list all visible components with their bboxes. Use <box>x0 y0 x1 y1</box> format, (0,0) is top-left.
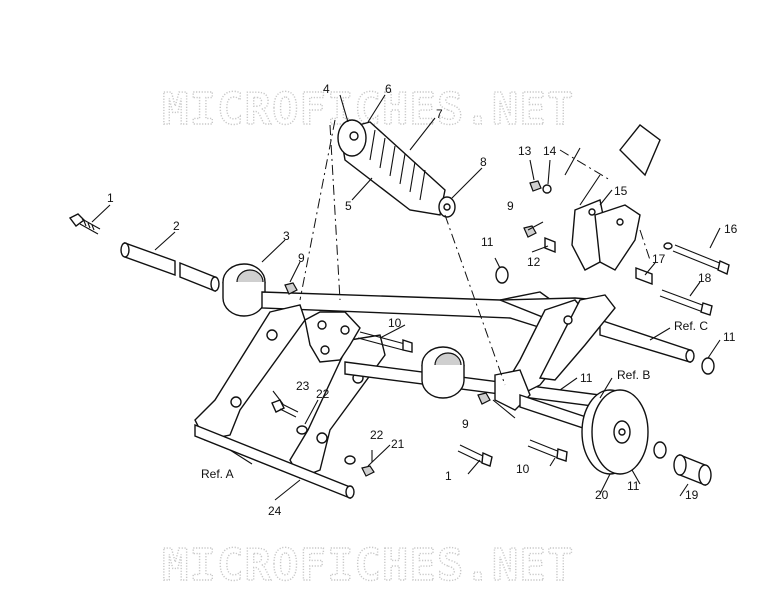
callout-11-wheel: 11 <box>627 479 640 493</box>
callout-1: 1 <box>107 191 114 205</box>
callout-20: 20 <box>595 488 609 502</box>
ref-b-label: Ref. B <box>617 368 650 382</box>
callout-2: 2 <box>173 219 180 233</box>
callout-18: 18 <box>698 271 712 285</box>
callout-23: 23 <box>296 379 310 393</box>
nut-part-9-right <box>523 225 537 238</box>
callout-9-right: 9 <box>507 199 514 213</box>
washer-part-22a <box>296 425 308 435</box>
nut-part-21 <box>361 465 375 477</box>
shaft-part-2 <box>120 242 220 293</box>
callout-22-lower: 22 <box>370 428 384 442</box>
washer-part-11-right <box>701 357 715 375</box>
callout-7: 7 <box>436 107 443 121</box>
bracket-part-15 <box>571 199 641 271</box>
bolt-part-10-lower <box>527 439 568 462</box>
ref-a-label: Ref. A <box>201 467 234 481</box>
bolt-part-1 <box>68 213 101 235</box>
callout-19: 19 <box>685 488 699 502</box>
callout-9-lower: 9 <box>462 417 469 431</box>
callout-12: 12 <box>527 255 541 269</box>
bolt-part-16 <box>663 242 730 275</box>
callout-9-left: 9 <box>298 251 305 265</box>
callout-15: 15 <box>614 184 628 198</box>
callout-4: 4 <box>323 82 330 96</box>
bushing-part-3 <box>222 263 266 317</box>
bolt-part-10-upper <box>357 331 413 353</box>
callout-8: 8 <box>480 155 487 169</box>
nut-part-9-lower <box>477 392 491 405</box>
callout-3: 3 <box>283 229 290 243</box>
callout-22-upper: 22 <box>316 387 330 401</box>
wheel-part-20 <box>581 389 649 475</box>
callout-11-right: 11 <box>723 330 736 344</box>
bolt-part-23 <box>271 399 299 418</box>
callout-10-lower: 10 <box>516 462 530 476</box>
ref-c-label: Ref. C <box>674 319 708 333</box>
callout-6: 6 <box>385 82 392 96</box>
callout-11-middle: 11 <box>580 371 593 385</box>
frame-tube <box>619 124 661 177</box>
bushing-ring-middle <box>421 346 465 399</box>
bolt-part-1-lower <box>457 444 493 467</box>
washer-part-22b <box>344 455 356 465</box>
callout-labels: 1 2 3 4 5 6 7 8 9 9 9 10 10 11 11 11 11 … <box>107 82 738 518</box>
bolt-part-18 <box>659 289 713 316</box>
suspension-assembly <box>68 94 730 501</box>
sleeve-part-12 <box>544 236 556 254</box>
shock-absorber-part-5 <box>337 119 456 218</box>
washer-part-11-wheel <box>653 441 667 459</box>
callout-11-upper: 11 <box>481 235 494 249</box>
callout-17: 17 <box>652 252 666 266</box>
watermark-bottom: MICROFICHES.NET <box>162 540 574 591</box>
callout-5: 5 <box>345 199 352 213</box>
callout-13: 13 <box>518 144 532 158</box>
callout-24: 24 <box>268 504 282 518</box>
callout-10-upper: 10 <box>388 316 402 330</box>
nut-part-9-left <box>284 282 298 295</box>
callout-14: 14 <box>543 144 557 158</box>
washer-part-11-upper <box>495 266 509 284</box>
spacer-part-17 <box>635 266 653 286</box>
callout-16: 16 <box>724 222 738 236</box>
spacer-part-19 <box>673 453 712 487</box>
callout-21: 21 <box>391 437 405 451</box>
nut-part-13 <box>529 180 542 192</box>
washer-part-14 <box>542 184 552 194</box>
callout-1-lower: 1 <box>445 469 452 483</box>
